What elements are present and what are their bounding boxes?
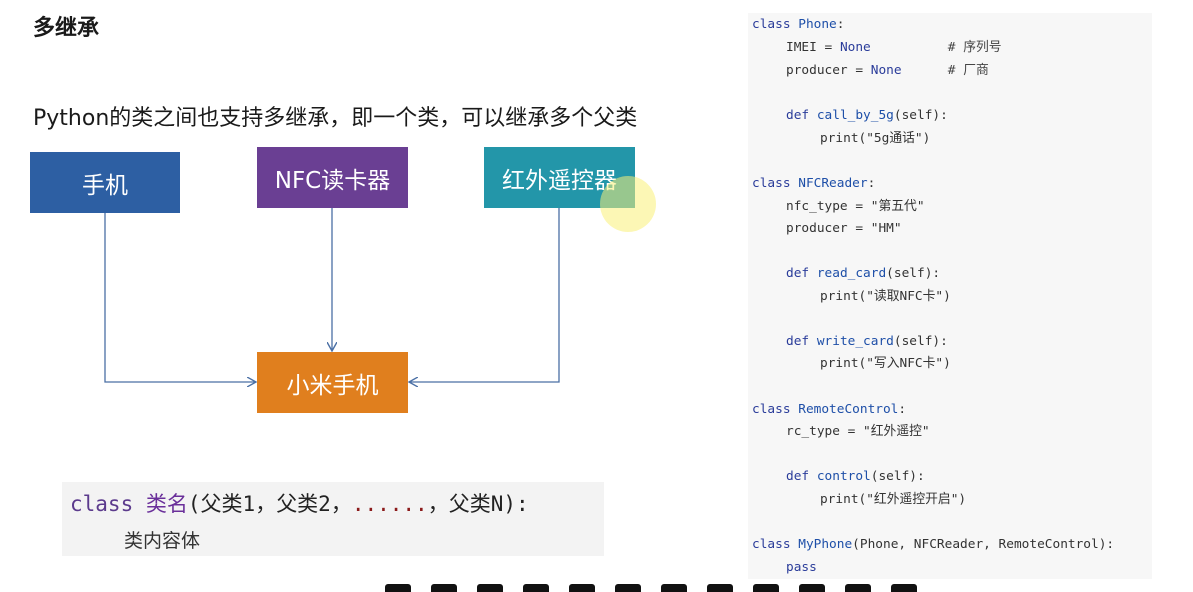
edge-ir-to-mi [410,208,560,382]
code-token: producer = "HM" [786,221,902,236]
code-line: def write_card(self): [786,332,948,352]
edge-phone-to-mi [104,213,255,382]
code-token: pass [786,560,817,575]
code-token: print("红外遥控开启") [820,492,967,507]
code-token: print("读取NFC卡") [820,289,951,304]
syntax-sep2: ， [330,492,352,516]
cut-off-subtitle [385,584,955,592]
code-token: control [816,469,871,484]
code-token: None [839,40,871,55]
code-token: class [752,17,799,32]
code-token: producer = [786,63,871,78]
code-line: class Phone: [752,15,844,35]
code-line: producer = None # 厂商 [786,61,989,81]
code-token: RemoteControl [798,402,899,417]
code-token: (self): [870,469,925,484]
code-line: class NFCReader: [752,174,875,194]
node-phone-label: 手机 [82,172,128,199]
code-token: IMEI = [786,40,840,55]
page-title: 多继承 [33,16,100,41]
code-token: nfc_type = "第五代" [786,199,925,214]
code-panel: class Phone: IMEI = None # 序列号 producer = … [748,13,1152,579]
code-token: class [752,402,799,417]
code-token: None [870,63,902,78]
code-token: : [898,402,907,417]
syntax-box: class 类名(父类1，父类2，......，父类N): 类内容体 [62,482,604,556]
node-phone: 手机 [30,152,180,213]
code-token: : [867,176,876,191]
code-line: print("写入NFC卡") [820,354,951,374]
code-line: print("5g通话") [820,129,930,149]
syntax-sep1: ， [255,492,277,516]
code-line: class MyPhone(Phone, NFCReader, RemoteCo… [752,535,1114,555]
code-token: def [786,108,817,123]
code-line: def control(self): [786,467,925,487]
code-line: IMEI = None # 序列号 [786,38,1002,58]
syntax-body: 类内容体 [124,530,201,552]
syntax-parentN: 父类N [448,492,504,516]
syntax-parent2: 父类2 [276,492,331,516]
code-line: def call_by_5g(self): [786,106,948,126]
syntax-line: class 类名(父类1，父类2，......，父类N): [70,488,529,518]
node-nfc-reader: NFC读卡器 [257,147,408,208]
code-token: def [786,266,817,281]
code-line: producer = "HM" [786,219,902,239]
syntax-close: ): [503,492,529,516]
code-line: rc_type = "红外遥控" [786,422,930,442]
code-token: MyPhone [798,537,853,552]
code-token: def [786,334,817,349]
syntax-keyword: class [70,492,134,516]
code-token: Phone [798,17,837,32]
intro-text: Python的类之间也支持多继承，即一个类，可以继承多个父类 [33,106,638,131]
code-token: rc_type = "红外遥控" [786,424,930,439]
code-token: NFCReader [798,176,868,191]
node-xiaomi-phone: 小米手机 [257,352,408,413]
code-token: class [752,537,799,552]
node-mi-label: 小米手机 [286,372,379,399]
code-line: pass [786,558,817,578]
syntax-sep3: ， [427,492,449,516]
syntax-open: ( [187,492,201,516]
code-token: # 序列号 [870,40,1002,55]
code-token: (Phone, NFCReader, RemoteControl): [852,537,1115,552]
code-line: nfc_type = "第五代" [786,197,925,217]
code-line: class RemoteControl: [752,400,906,420]
code-token: class [752,176,799,191]
syntax-class-name: 类名 [145,492,188,516]
code-token: def [786,469,817,484]
code-token: print("5g通话") [820,131,931,146]
syntax-parent1: 父类1 [200,492,256,516]
code-line: print("红外遥控开启") [820,490,966,510]
code-token: print("写入NFC卡") [820,356,951,371]
code-token: (self): [893,108,948,123]
code-token: write_card [816,334,894,349]
code-token: (self): [893,334,948,349]
syntax-dots: ...... [351,492,428,516]
code-line: print("读取NFC卡") [820,287,951,307]
node-nfc-label: NFC读卡器 [274,167,391,194]
code-token: # 厂商 [901,63,989,78]
code-token: read_card [816,266,887,281]
code-line: def read_card(self): [786,264,940,284]
code-token: : [836,17,845,32]
node-ir-label: 红外遥控器 [502,167,617,194]
code-token: (self): [886,266,941,281]
cursor-highlight [600,176,656,232]
code-token: call_by_5g [816,108,894,123]
